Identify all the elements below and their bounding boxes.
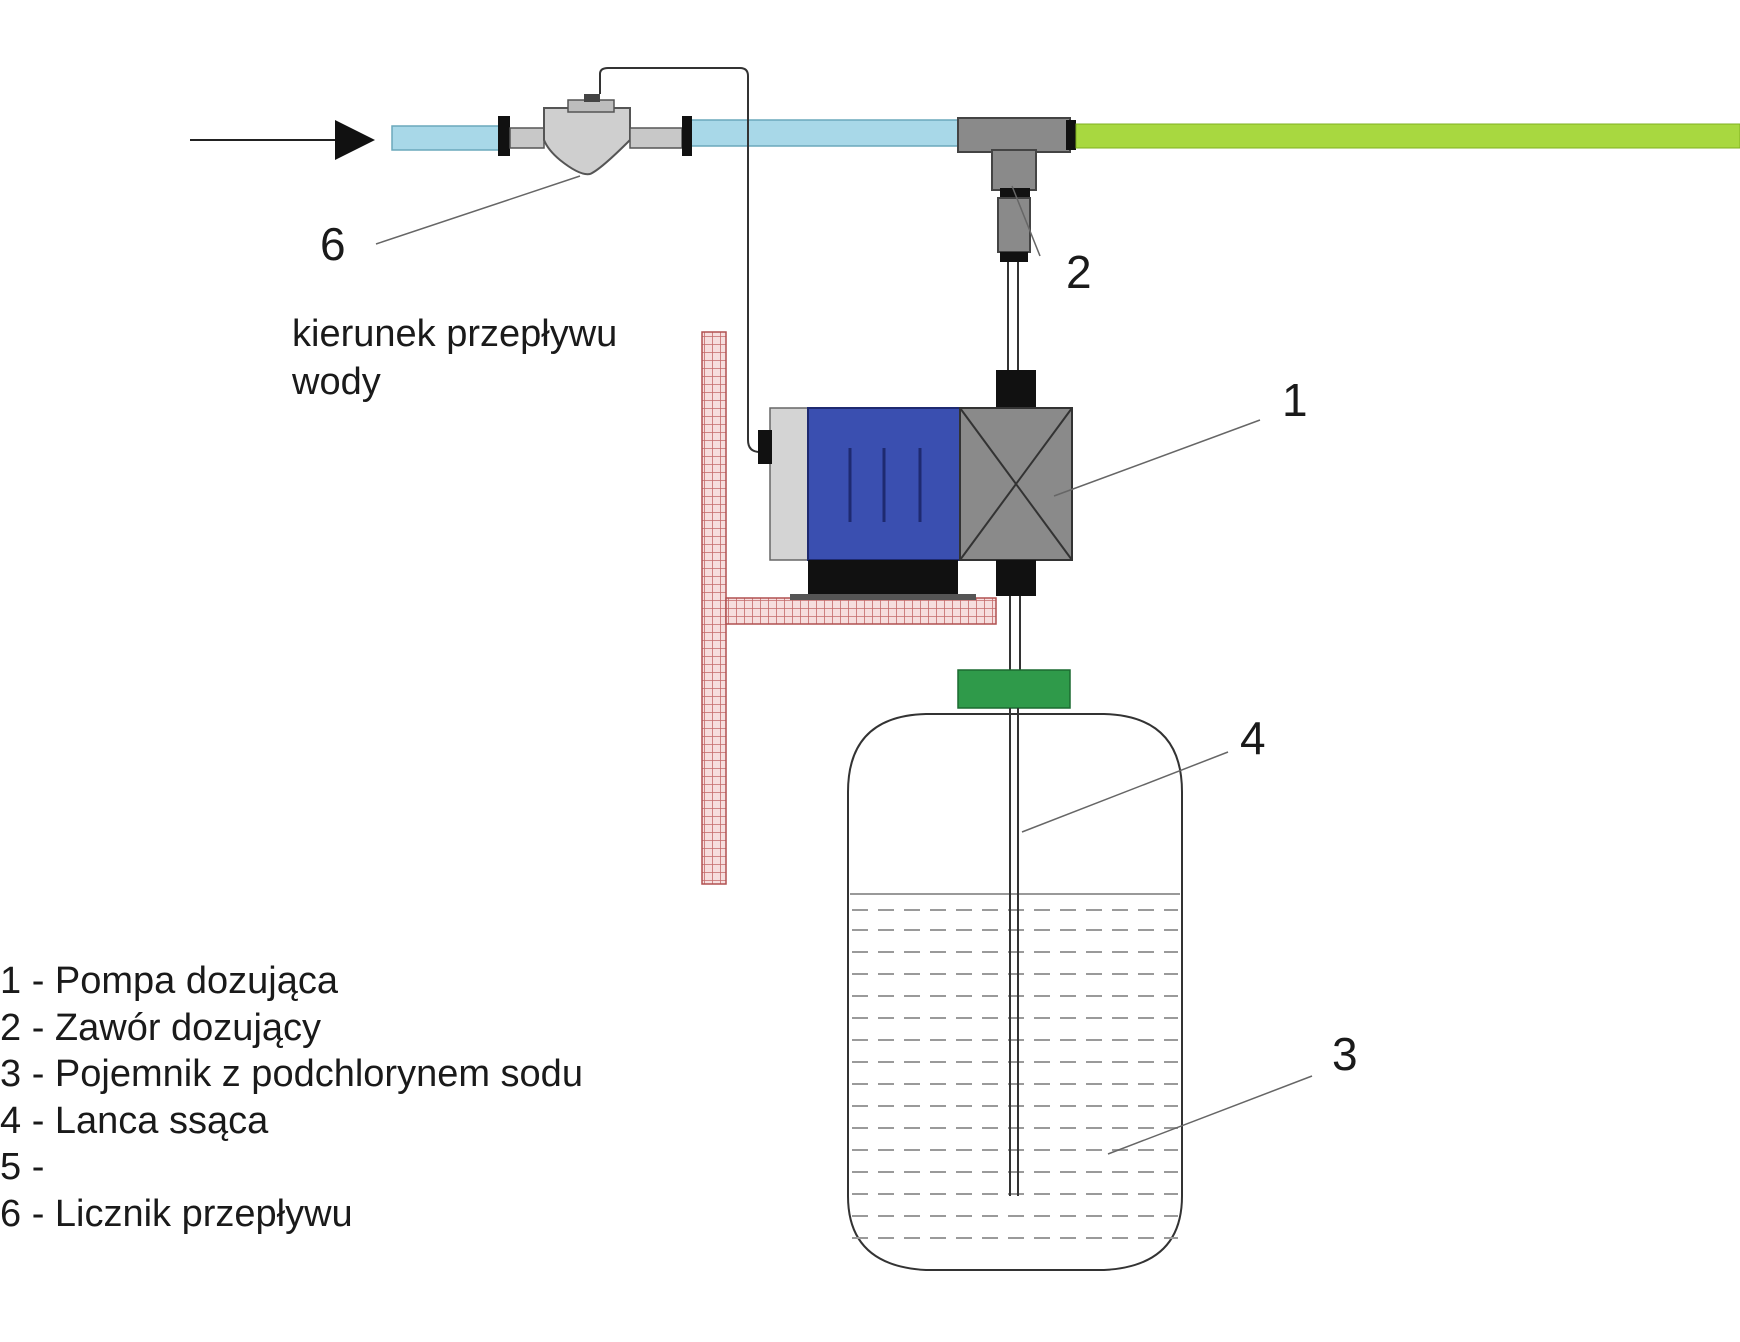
flow-caption-line-1: kierunek przepływu xyxy=(292,313,618,355)
inlet-pipe-segment xyxy=(687,119,961,147)
legend-item: 6 - Licznik przepływu xyxy=(0,1192,353,1235)
flow-meter xyxy=(498,94,692,176)
dosing-pump xyxy=(758,370,1073,600)
flow-direction-caption: kierunek przepływu wody xyxy=(292,310,617,406)
flow-caption-line-2: wody xyxy=(292,361,381,403)
callout-meter: 6 xyxy=(320,218,346,270)
outlet-pipe xyxy=(1075,123,1740,149)
dosing-line xyxy=(1007,262,1019,372)
legend-item: 3 - Pojemnik z podchlorynem sodu xyxy=(0,1053,583,1095)
legend: 1 - Pompa dozująca 2 - Zawór dozujący 3 … xyxy=(0,958,583,1237)
container-cap xyxy=(957,669,1071,709)
legend-item: 4 - Lanca ssąca xyxy=(0,1099,269,1142)
suction-line xyxy=(1009,596,1021,670)
callout-pump: 1 xyxy=(1282,374,1308,426)
legend-item: 2 - Zawór dozujący xyxy=(0,1006,322,1049)
legend-item: 5 - xyxy=(0,1146,45,1188)
signal-cable xyxy=(599,67,761,453)
wall-bracket xyxy=(701,331,997,885)
callout-valve: 2 xyxy=(1066,246,1092,298)
dosing-valve xyxy=(957,117,1076,262)
legend-item: 1 - Pompa dozująca xyxy=(0,960,338,1002)
callout-container: 3 xyxy=(1332,1028,1358,1080)
flow-direction-arrow xyxy=(190,120,375,160)
suction-lance xyxy=(1009,708,1019,1196)
inlet-pipe xyxy=(391,125,501,151)
chemical-container xyxy=(847,713,1183,1271)
leader-lines xyxy=(375,175,1313,1155)
callout-lance: 4 xyxy=(1240,712,1266,764)
